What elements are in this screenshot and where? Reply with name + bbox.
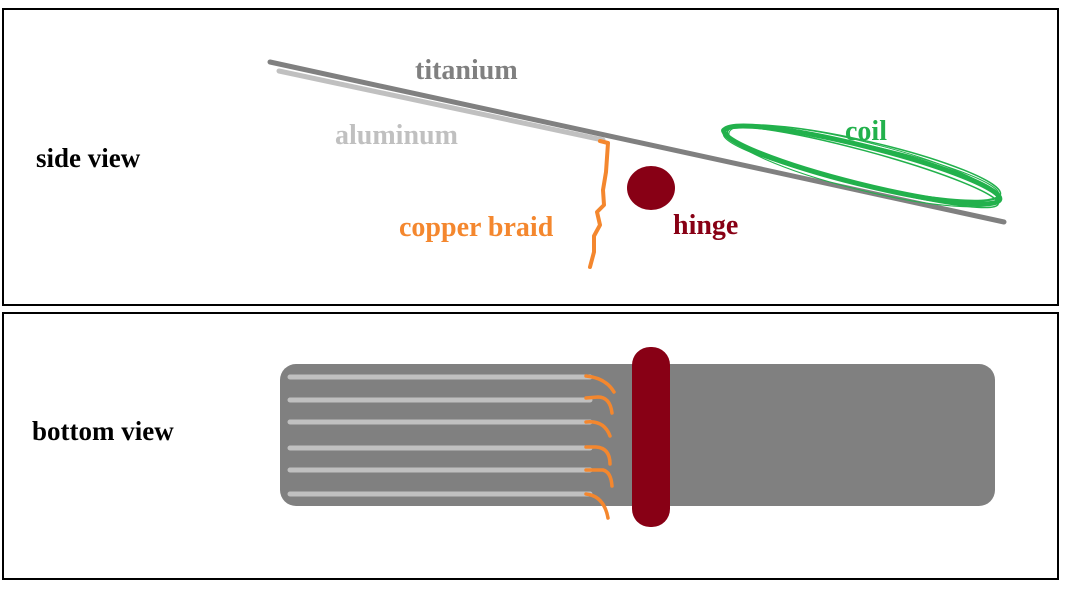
side-view-panel (2, 8, 1059, 306)
aluminum-label: aluminum (335, 120, 458, 151)
copper-braid (584, 492, 610, 520)
copper-braid-side (588, 139, 610, 269)
aluminum-strips (287, 374, 593, 497)
copper-braids-bottom (584, 374, 616, 520)
copper-braid (584, 374, 616, 394)
titanium-label: titanium (415, 55, 518, 86)
copper-braid-label: copper braid (399, 212, 554, 243)
copper-braid (584, 468, 614, 488)
copper-braid (584, 445, 612, 466)
coil-label: coil (845, 116, 887, 147)
copper-braid (584, 420, 612, 438)
aluminum-plate (276, 68, 606, 143)
bottom-view-title: bottom view (32, 416, 174, 446)
coil-spring (721, 123, 1003, 209)
copper-braid (584, 395, 614, 415)
hinge-label: hinge (673, 210, 738, 241)
side-view-title: side view (36, 143, 141, 173)
hinge-side (627, 166, 675, 210)
hinge-bottom (632, 347, 670, 527)
